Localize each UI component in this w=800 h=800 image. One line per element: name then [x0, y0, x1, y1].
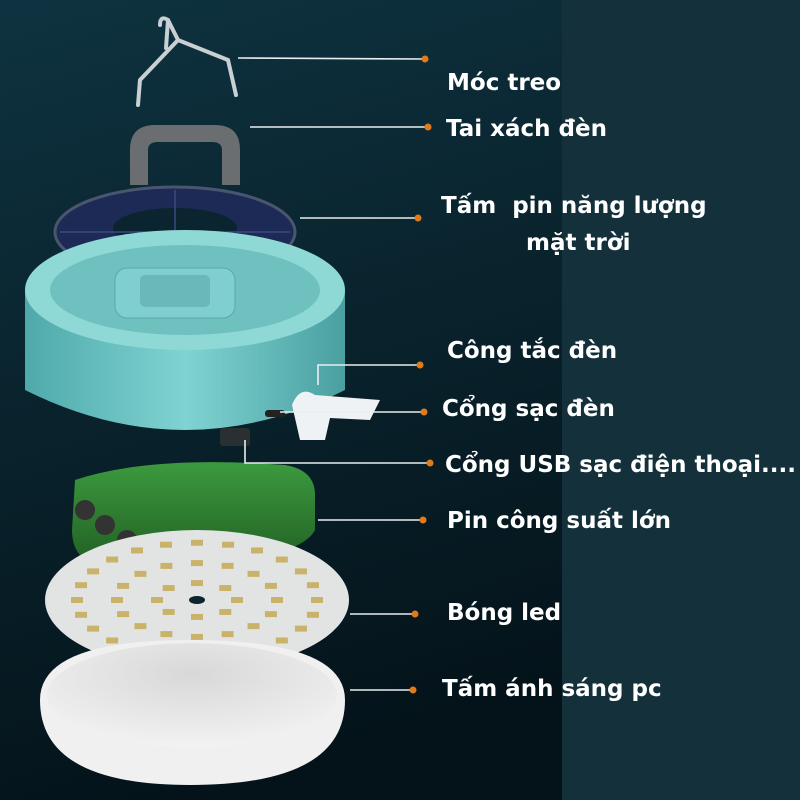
led-chip: [275, 556, 288, 563]
led-chip: [191, 539, 203, 546]
label-switch: Công tắc đèn: [447, 337, 617, 364]
led-chip: [311, 597, 323, 603]
handle: [130, 125, 240, 185]
led-chip: [247, 570, 260, 577]
led-chip: [191, 560, 203, 567]
led-chip: [275, 637, 288, 644]
charge-port: [265, 410, 285, 417]
led-chip: [294, 568, 307, 575]
led-chip: [294, 625, 307, 632]
led-chip: [306, 582, 319, 589]
label-handle: Tai xách đèn: [446, 116, 607, 142]
led-chip: [75, 582, 88, 589]
label-charge-port: Cổng sạc đèn: [442, 394, 615, 422]
lamp-body: [25, 230, 380, 446]
led-chip: [75, 611, 88, 618]
led-chip: [131, 547, 143, 554]
led-chip: [151, 597, 163, 603]
led-chip: [162, 608, 175, 615]
background-right-panel: [562, 0, 800, 800]
led-chip: [117, 582, 130, 589]
led-chip: [264, 611, 277, 618]
led-chip: [191, 613, 203, 620]
led-chip: [106, 637, 119, 644]
led-chip: [87, 625, 100, 632]
led-chip: [191, 580, 203, 587]
usb-port: [220, 428, 250, 446]
switch: [292, 391, 380, 440]
label-battery: Pin công suất lớn: [447, 507, 671, 534]
led-chip: [162, 585, 175, 592]
led-chip: [134, 570, 147, 577]
led-chip: [221, 631, 234, 638]
hook: [136, 16, 238, 107]
led-chip: [219, 608, 232, 615]
diffuser: [40, 640, 345, 785]
led-chip: [106, 556, 119, 563]
label-led: Bóng led: [447, 600, 561, 626]
led-chip: [159, 541, 172, 548]
label-usb-port: Cổng USB sạc điện thoại....: [445, 450, 796, 478]
label-hook: Móc treo: [447, 70, 561, 96]
led-chip: [251, 547, 263, 554]
led-chip: [87, 568, 100, 575]
led-chip: [222, 541, 235, 548]
led-chip: [160, 631, 173, 638]
led-chip: [134, 623, 147, 630]
led-chip: [264, 582, 277, 589]
led-chip: [306, 611, 319, 618]
label-solar-line1: Tấm pin năng lượng: [441, 192, 707, 219]
led-chip: [271, 597, 283, 603]
led-chip: [71, 597, 83, 603]
led-chip: [160, 562, 173, 569]
led-chip: [219, 585, 232, 592]
label-solar-line2: mặt trời: [526, 230, 631, 256]
led-chip: [247, 623, 260, 630]
led-chip: [191, 633, 203, 640]
led-chip: [117, 611, 130, 618]
led-chip: [231, 597, 243, 603]
led-chip: [221, 562, 234, 569]
label-diffuser: Tấm ánh sáng pc: [442, 675, 662, 702]
led-chip: [111, 597, 123, 603]
leader-lines: [237, 55, 434, 694]
